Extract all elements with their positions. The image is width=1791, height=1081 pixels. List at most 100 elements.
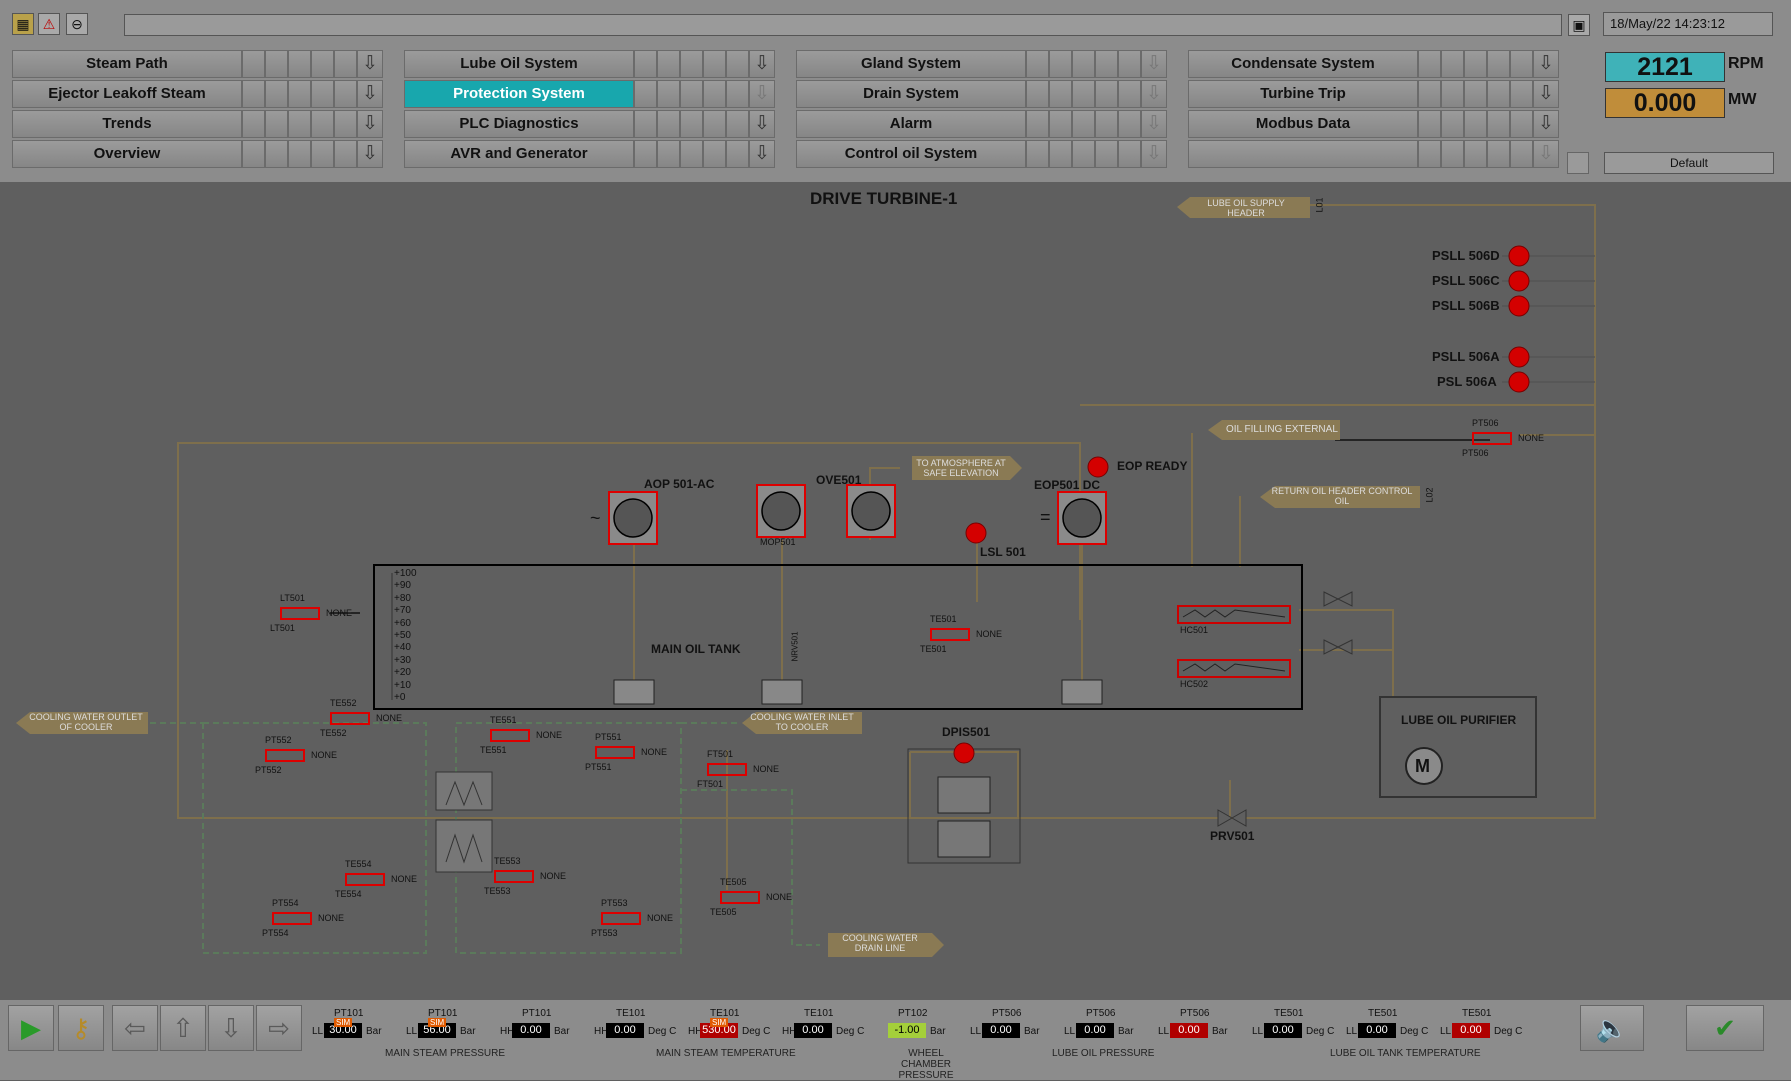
nav-dropdown-arrow-icon[interactable]: ⇩ <box>1533 50 1559 78</box>
nav-button-modbus-data[interactable]: Modbus Data <box>1188 110 1418 138</box>
nav-slot[interactable] <box>288 140 311 168</box>
nav-slot[interactable] <box>1487 140 1510 168</box>
nav-slot[interactable] <box>634 140 657 168</box>
nav-slot[interactable] <box>242 80 265 108</box>
nav-slot[interactable] <box>1118 140 1141 168</box>
calendar-icon[interactable]: ▣ <box>1568 14 1590 36</box>
nav-slot[interactable] <box>1026 140 1049 168</box>
nav-slot[interactable] <box>1118 50 1141 78</box>
nav-slot[interactable] <box>634 50 657 78</box>
nav-slot[interactable] <box>1072 110 1095 138</box>
nav-slot[interactable] <box>1118 110 1141 138</box>
nav-slot[interactable] <box>1095 110 1118 138</box>
minimize-icon[interactable]: ⊖ <box>66 13 88 35</box>
nav-button-trends[interactable]: Trends <box>12 110 242 138</box>
nav-button-alarm[interactable]: Alarm <box>796 110 1026 138</box>
nav-slot[interactable] <box>288 80 311 108</box>
nav-dropdown-arrow-icon[interactable]: ⇩ <box>749 50 775 78</box>
nav-slot[interactable] <box>1487 110 1510 138</box>
nav-slot[interactable] <box>1049 50 1072 78</box>
arrow-right-icon[interactable]: ⇨ <box>256 1005 302 1051</box>
nav-slot[interactable] <box>1441 50 1464 78</box>
nav-slot[interactable] <box>1418 110 1441 138</box>
nav-slot[interactable] <box>1441 80 1464 108</box>
nav-button-ejector-leakoff-steam[interactable]: Ejector Leakoff Steam <box>12 80 242 108</box>
nav-slot[interactable] <box>1510 140 1533 168</box>
nav-slot[interactable] <box>1464 50 1487 78</box>
profile-selector[interactable]: Default <box>1604 152 1774 174</box>
nav-dropdown-arrow-icon[interactable]: ⇩ <box>749 80 775 108</box>
tag-value-box[interactable] <box>490 729 530 742</box>
nav-slot[interactable] <box>334 110 357 138</box>
nav-slot[interactable] <box>1418 140 1441 168</box>
tag-value-box[interactable] <box>280 607 320 620</box>
nav-slot[interactable] <box>657 140 680 168</box>
nav-slot[interactable] <box>703 50 726 78</box>
nav-slot[interactable] <box>265 140 288 168</box>
nav-slot[interactable] <box>1510 50 1533 78</box>
alarm-triangle-icon[interactable]: ⚠ <box>38 13 60 35</box>
home-icon[interactable]: ▦ <box>12 13 34 35</box>
nav-dropdown-arrow-icon[interactable]: ⇩ <box>1141 110 1167 138</box>
nav-slot[interactable] <box>1095 50 1118 78</box>
tag-value-box[interactable] <box>330 712 370 725</box>
nav-dropdown-arrow-icon[interactable]: ⇩ <box>1141 50 1167 78</box>
nav-dropdown-arrow-icon[interactable]: ⇩ <box>357 140 383 168</box>
tag-value-box[interactable] <box>494 870 534 883</box>
arrow-down-icon[interactable]: ⇩ <box>208 1005 254 1051</box>
tag-value-box[interactable] <box>601 912 641 925</box>
nav-slot[interactable] <box>334 80 357 108</box>
nav-slot[interactable] <box>1072 50 1095 78</box>
tag-value-box[interactable] <box>595 746 635 759</box>
nav-button-protection-system[interactable]: Protection System <box>404 80 634 108</box>
nav-slot[interactable] <box>265 80 288 108</box>
arrow-up-icon[interactable]: ⇧ <box>160 1005 206 1051</box>
nav-slot[interactable] <box>242 110 265 138</box>
nav-slot[interactable] <box>1072 140 1095 168</box>
nav-slot[interactable] <box>242 50 265 78</box>
nav-slot[interactable] <box>265 50 288 78</box>
nav-dropdown-arrow-icon[interactable]: ⇩ <box>1533 110 1559 138</box>
nav-slot[interactable] <box>726 80 749 108</box>
nav-button-control-oil-system[interactable]: Control oil System <box>796 140 1026 168</box>
clear-icon[interactable] <box>1567 152 1589 174</box>
tag-value-box[interactable] <box>930 628 970 641</box>
nav-slot[interactable] <box>1464 110 1487 138</box>
nav-slot[interactable] <box>334 50 357 78</box>
nav-slot[interactable] <box>1418 50 1441 78</box>
key-icon[interactable]: ⚷ <box>58 1005 104 1051</box>
nav-slot[interactable] <box>1487 80 1510 108</box>
nav-button-lube-oil-system[interactable]: Lube Oil System <box>404 50 634 78</box>
nav-button-drain-system[interactable]: Drain System <box>796 80 1026 108</box>
nav-slot[interactable] <box>334 140 357 168</box>
nav-dropdown-arrow-icon[interactable]: ⇩ <box>1533 140 1559 168</box>
nav-slot[interactable] <box>1464 140 1487 168</box>
nav-slot[interactable] <box>657 110 680 138</box>
nav-slot[interactable] <box>1072 80 1095 108</box>
nav-slot[interactable] <box>657 50 680 78</box>
nav-slot[interactable] <box>311 80 334 108</box>
nav-button-condensate-system[interactable]: Condensate System <box>1188 50 1418 78</box>
nav-slot[interactable] <box>726 140 749 168</box>
nav-slot[interactable] <box>1487 50 1510 78</box>
speaker-icon[interactable]: 🔈 <box>1580 1005 1644 1051</box>
nav-slot[interactable] <box>680 80 703 108</box>
nav-slot[interactable] <box>311 110 334 138</box>
nav-button-plc-diagnostics[interactable]: PLC Diagnostics <box>404 110 634 138</box>
nav-slot[interactable] <box>634 110 657 138</box>
nav-dropdown-arrow-icon[interactable]: ⇩ <box>357 50 383 78</box>
nav-slot[interactable] <box>242 140 265 168</box>
tag-value-box[interactable] <box>265 749 305 762</box>
nav-slot[interactable] <box>680 140 703 168</box>
tag-value-box[interactable] <box>272 912 312 925</box>
